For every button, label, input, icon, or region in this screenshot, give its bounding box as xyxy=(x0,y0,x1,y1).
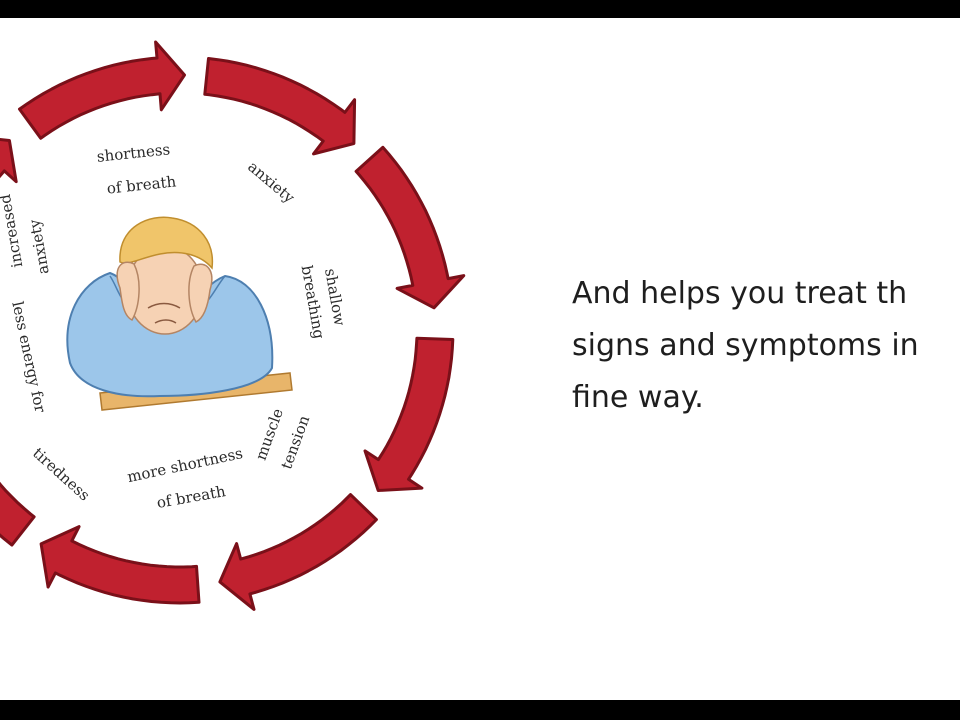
cycle-arrow-1 xyxy=(18,40,186,140)
slide: shortness of breath anxiety shallow brea… xyxy=(0,18,960,700)
stressed-person-illustration xyxy=(66,216,293,411)
label-anxiety-2: anxiety xyxy=(25,218,52,276)
label-shortness-of-breath-2: of breath xyxy=(106,172,177,197)
cycle-arrow-2 xyxy=(203,57,357,156)
label-anxiety: anxiety xyxy=(244,158,298,208)
cycle-arrow-4 xyxy=(363,336,455,492)
caption-line-2: signs and symptoms in xyxy=(572,328,919,363)
label-increased: increased xyxy=(0,192,26,268)
anxiety-cycle-diagram: shortness of breath anxiety shallow brea… xyxy=(0,40,466,611)
slide-caption: And helps you treat th signs and symptom… xyxy=(572,268,960,424)
cycle-arrow-7 xyxy=(0,481,36,547)
cycle-arrows xyxy=(0,40,466,611)
caption-line-3: fine way. xyxy=(572,380,704,415)
cycle-arrow-9 xyxy=(0,138,18,184)
label-shortness-of-breath-1: shortness xyxy=(96,140,171,166)
label-tiredness: tiredness xyxy=(29,444,93,504)
label-of-breath: of breath xyxy=(155,482,227,512)
label-less-energy: less energy for xyxy=(8,300,49,415)
caption-line-1: And helps you treat th xyxy=(572,276,908,311)
cycle-arrow-6 xyxy=(39,525,201,605)
cycle-arrow-3 xyxy=(354,145,466,310)
cycle-arrow-5 xyxy=(218,493,378,611)
label-more-shortness: more shortness xyxy=(126,444,245,486)
